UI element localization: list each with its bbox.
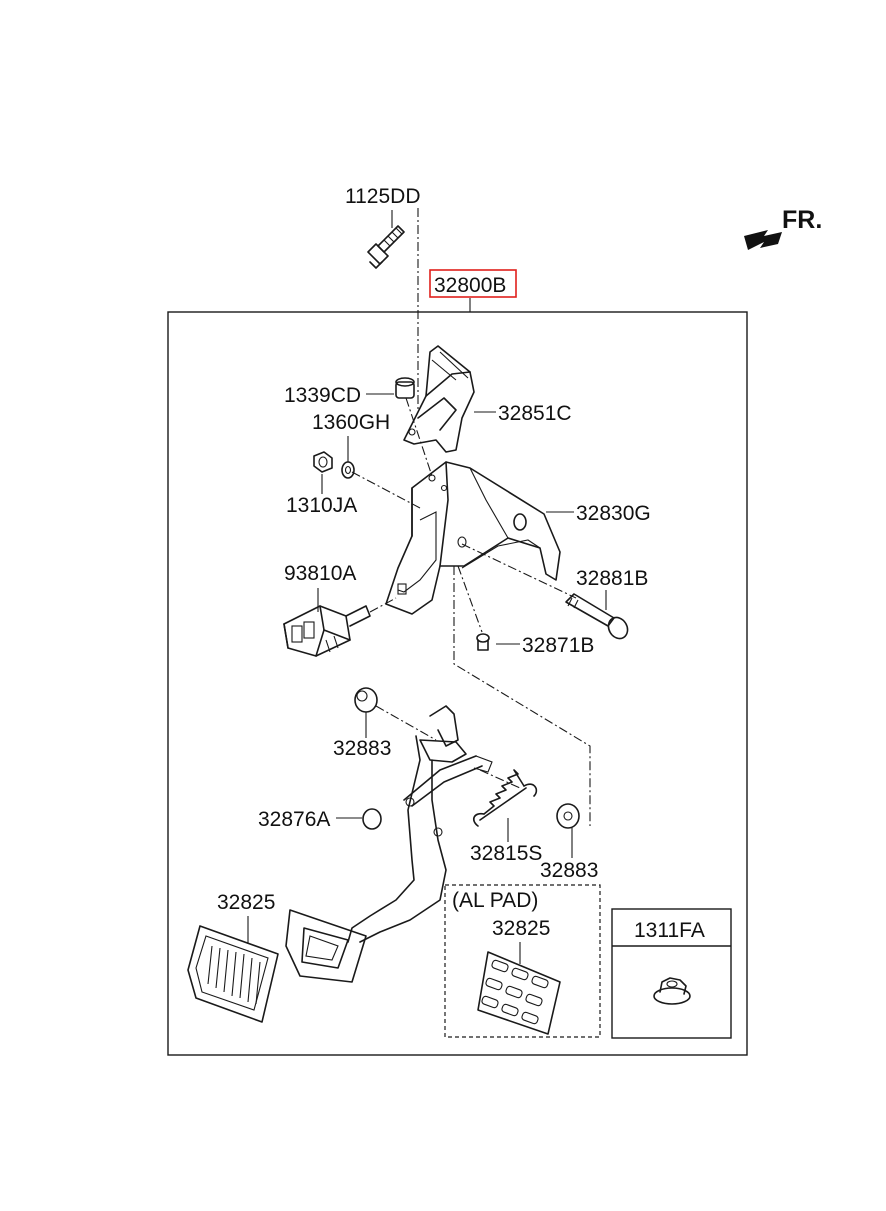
label-32851C: 32851C	[498, 402, 572, 425]
label-32815S: 32815S	[470, 842, 542, 865]
stopper-32876A	[362, 808, 382, 830]
label-1125DD: 1125DD	[345, 185, 421, 208]
bushing-32883-top	[354, 687, 378, 713]
forward-arrow-icon	[744, 230, 782, 250]
label-1360GH: 1360GH	[312, 411, 390, 434]
nut-1339CD	[395, 377, 415, 399]
inset-box-1311FA	[611, 908, 732, 1039]
assembly-frame	[167, 311, 748, 1056]
direction-label: FR.	[782, 206, 822, 234]
label-32883-top: 32883	[333, 737, 391, 760]
flange-nut-1311FA	[653, 977, 691, 1005]
al-pedal-pad	[477, 951, 561, 1035]
label-1310JA: 1310JA	[286, 494, 357, 517]
al-pad-part-number: 32825	[492, 917, 550, 940]
label-1339CD: 1339CD	[284, 384, 361, 407]
bolt-1125DD	[367, 225, 405, 269]
inset-part-number: 1311FA	[634, 919, 705, 942]
label-93810A: 93810A	[284, 562, 356, 585]
main-bracket-32830G	[385, 461, 561, 615]
pedal-pad-on-arm	[285, 909, 367, 983]
label-32883-right: 32883	[540, 859, 598, 882]
bushing-32883-right	[556, 803, 580, 829]
label-32825-left: 32825	[217, 891, 275, 914]
washer-1360GH	[341, 461, 355, 479]
clutch-pedal-arm	[347, 705, 493, 943]
upper-bracket-32851C	[403, 345, 475, 453]
label-32830G: 32830G	[576, 502, 651, 525]
nut-1310JA	[313, 451, 333, 473]
al-pad-box	[444, 884, 601, 1038]
return-spring-32815S	[472, 769, 538, 827]
stop-lamp-switch-93810A	[283, 605, 371, 657]
bolt-32871B	[476, 633, 490, 651]
assembly-part-number[interactable]: 32800B	[434, 274, 506, 297]
label-32876A: 32876A	[258, 808, 330, 831]
pin-32881B	[565, 593, 629, 640]
assembly-highlight-box	[429, 269, 517, 298]
label-32871B: 32871B	[522, 634, 594, 657]
pedal-pad-32825-left	[187, 925, 279, 1023]
al-pad-title: (AL PAD)	[452, 889, 538, 912]
label-32881B: 32881B	[576, 567, 648, 590]
